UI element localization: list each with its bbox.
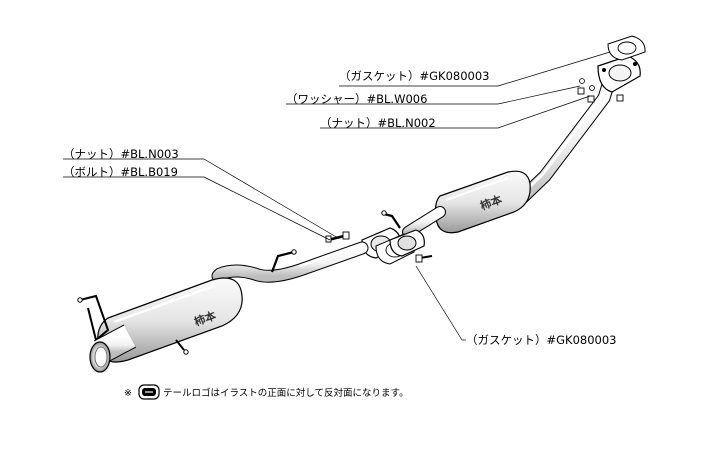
callout-bolt-mid: （ボルト）#BL.B019 [63,165,178,179]
callout-washer: （ワッシャー）#BL.W006 [286,92,427,106]
mid-pipe-front [402,206,446,238]
center-resonator: 柿本 [434,170,531,234]
front-nuts [577,78,624,103]
center-flange-joint [361,227,425,265]
tail-pipe [89,324,137,373]
mid-hanger [270,249,297,273]
callout-gasket-front: （ガスケット）#GK080003 [339,69,490,83]
rear-muffler: 柿本 [97,277,243,363]
front-flange [597,55,641,93]
footnote: ※ テールロゴはイラストの正面に対して反対面になります。 [124,384,409,400]
front-gasket [607,35,646,61]
callout-nut-front: （ナット）#BL.N002 [320,116,436,130]
leader-lines [203,51,611,341]
rear-hanger [77,294,189,355]
callout-nut-mid: （ナット）#BL.N003 [63,147,179,161]
logo-badge-icon [138,384,160,400]
callout-gasket-mid: （ガスケット）#GK080003 [466,333,617,347]
footnote-text: テールロゴはイラストの正面に対して反対面になります。 [163,387,409,399]
mid-pipe-rear [211,241,369,283]
center-hanger [381,210,401,229]
footnote-mark: ※ [124,388,132,399]
